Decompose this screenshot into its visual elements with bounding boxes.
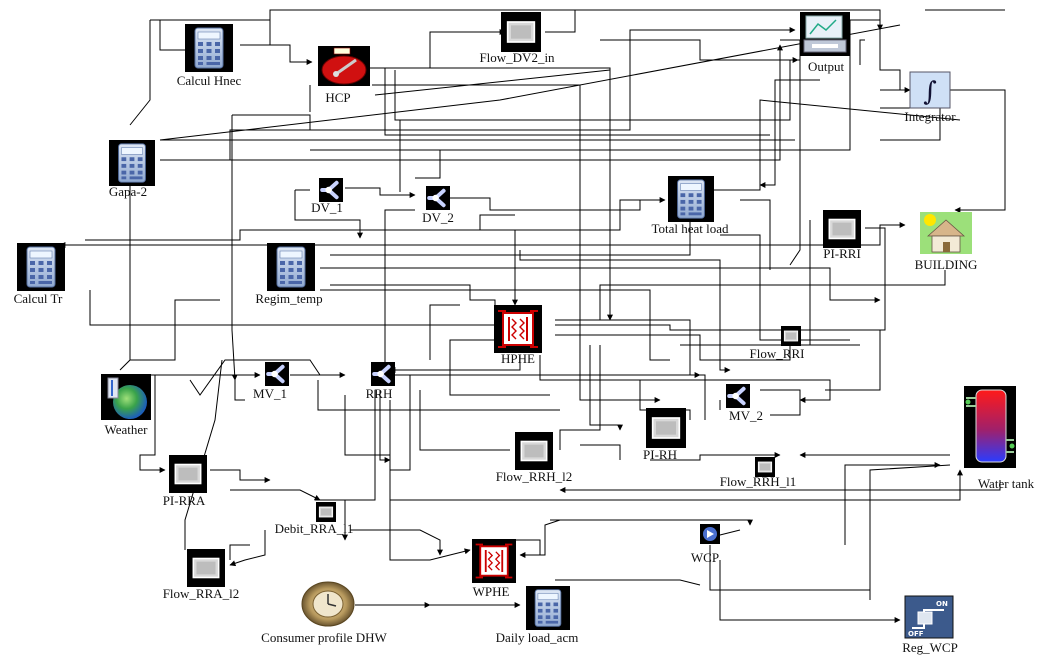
heat-pump-icon	[318, 46, 370, 86]
wcp-block[interactable]: WCP	[691, 524, 720, 565]
pi-rri-block[interactable]: PI-RRI	[822, 210, 862, 261]
component-label: BUILDING	[915, 257, 978, 272]
mv-1-block[interactable]: MV_1	[253, 362, 289, 401]
component-label: Regim_temp	[255, 291, 322, 306]
flow-meter-icon	[500, 12, 542, 52]
component-label: Output	[808, 59, 845, 74]
component-label: Flow_RRH_l1	[720, 474, 797, 489]
component-label: MV_1	[253, 386, 287, 401]
calcul-tr-block[interactable]: Calcul Tr	[14, 243, 66, 306]
component-label: HPHE	[501, 351, 535, 366]
dv-1-block[interactable]: DV_1	[311, 178, 343, 215]
calculator-icon	[525, 586, 571, 630]
component-label: Total heat load	[651, 221, 729, 236]
regim-temp-block[interactable]: Regim_temp	[255, 243, 323, 306]
component-label: PI-RRA	[163, 493, 206, 508]
diverter-valve-icon	[426, 186, 450, 210]
component-label: Debit_RRA_l1	[275, 521, 354, 536]
component-label: Flow_RRI	[750, 346, 805, 361]
controller-icon	[168, 455, 208, 493]
clock-profile-icon	[301, 581, 355, 627]
pump-icon	[700, 524, 720, 544]
component-label: Consumer profile DHW	[261, 630, 387, 645]
component-label: Calcul Tr	[14, 291, 63, 306]
component-label: Flow_RRA_l2	[163, 586, 240, 601]
controller-icon	[645, 408, 687, 448]
controller-icon	[822, 210, 862, 248]
flow-dv2-in-block[interactable]: Flow_DV2_in	[479, 12, 555, 65]
component-label: Flow_RRH_l2	[496, 469, 573, 484]
flow-rrh-l2-block[interactable]: Flow_RRH_l2	[496, 432, 573, 484]
water-tank-block[interactable]: Water tank	[964, 386, 1035, 491]
building-icon	[920, 212, 972, 254]
flow-rrh-l1-block[interactable]: Flow_RRH_l1	[720, 457, 797, 489]
flow-meter-icon	[780, 326, 802, 346]
component-label: Calcul Hnec	[177, 73, 242, 88]
component-label: PI-RRI	[823, 246, 861, 261]
calculator-icon	[667, 176, 715, 222]
mixing-valve-icon	[371, 362, 395, 386]
reg-wcp-block[interactable]: ON OFF Reg_WCP	[902, 595, 958, 655]
component-label: RRH	[366, 386, 393, 401]
pi-rra-block[interactable]: PI-RRA	[163, 455, 208, 508]
integral-icon: ∫	[909, 71, 951, 109]
output-block[interactable]: Output	[800, 12, 850, 74]
on-off-controller-icon: ON OFF	[904, 595, 954, 639]
component-label: Daily load_acm	[496, 630, 579, 645]
flow-meter-icon	[514, 432, 554, 470]
pi-rh-block[interactable]: PI-RH	[643, 408, 687, 462]
component-label: WPHE	[473, 584, 510, 599]
water-tank-icon	[964, 386, 1016, 468]
svg-text:ON: ON	[936, 600, 948, 608]
mixing-valve-icon	[726, 384, 750, 408]
total-heat-load-block[interactable]: Total heat load	[651, 176, 729, 236]
component-label: PI-RH	[643, 447, 677, 462]
component-label: DV_2	[422, 210, 454, 225]
component-label: Integrator	[904, 109, 956, 124]
component-label: HCP	[325, 90, 350, 105]
heat-exchanger-icon	[493, 305, 543, 353]
printer-output-icon	[800, 12, 850, 56]
weather-block[interactable]: Weather	[101, 374, 151, 437]
diverter-valve-icon	[319, 178, 343, 202]
flow-meter-icon	[186, 549, 226, 587]
debit-rra-l1-block[interactable]: Debit_RRA_l1	[275, 502, 354, 536]
hphe-block[interactable]: HPHE	[493, 305, 543, 366]
calculator-icon	[16, 243, 66, 291]
component-label: WCP	[691, 550, 719, 565]
component-label: Reg_WCP	[902, 640, 958, 655]
component-label: Water tank	[978, 476, 1035, 491]
building-block[interactable]: BUILDING	[915, 212, 978, 272]
component-label: Gapa-2	[109, 184, 147, 199]
flow-rri-block[interactable]: Flow_RRI	[750, 326, 805, 361]
connection-lines	[59, 9, 1006, 623]
calcul-hnec-block[interactable]: Calcul Hnec	[177, 24, 242, 88]
mixing-valve-icon	[265, 362, 289, 386]
integrator-block[interactable]: ∫ Integrator	[904, 71, 956, 124]
flow-rra-l2-block[interactable]: Flow_RRA_l2	[163, 549, 240, 601]
calculator-icon	[266, 243, 316, 291]
svg-text:OFF: OFF	[908, 630, 924, 638]
daily-load-acm-block[interactable]: Daily load_acm	[496, 586, 579, 645]
calculator-icon	[185, 24, 233, 72]
rrh-block[interactable]: RRH	[366, 362, 395, 401]
dv-2-block[interactable]: DV_2	[422, 186, 454, 225]
component-label: Weather	[105, 422, 149, 437]
mv-2-block[interactable]: MV_2	[726, 384, 763, 423]
gapa-2-block[interactable]: Gapa-2	[108, 140, 156, 199]
component-label: Flow_DV2_in	[479, 50, 555, 65]
heat-exchanger-icon	[471, 539, 517, 583]
flow-meter-icon	[315, 502, 337, 522]
calculator-icon	[108, 140, 156, 186]
component-label: DV_1	[311, 200, 343, 215]
hcp-block[interactable]: HCP	[318, 46, 370, 105]
weather-globe-icon	[101, 374, 151, 420]
component-label: MV_2	[729, 408, 763, 423]
svg-text:∫: ∫	[923, 77, 937, 107]
wphe-block[interactable]: WPHE	[471, 539, 517, 599]
consumer-profile-dhw-block[interactable]: Consumer profile DHW	[261, 581, 388, 645]
